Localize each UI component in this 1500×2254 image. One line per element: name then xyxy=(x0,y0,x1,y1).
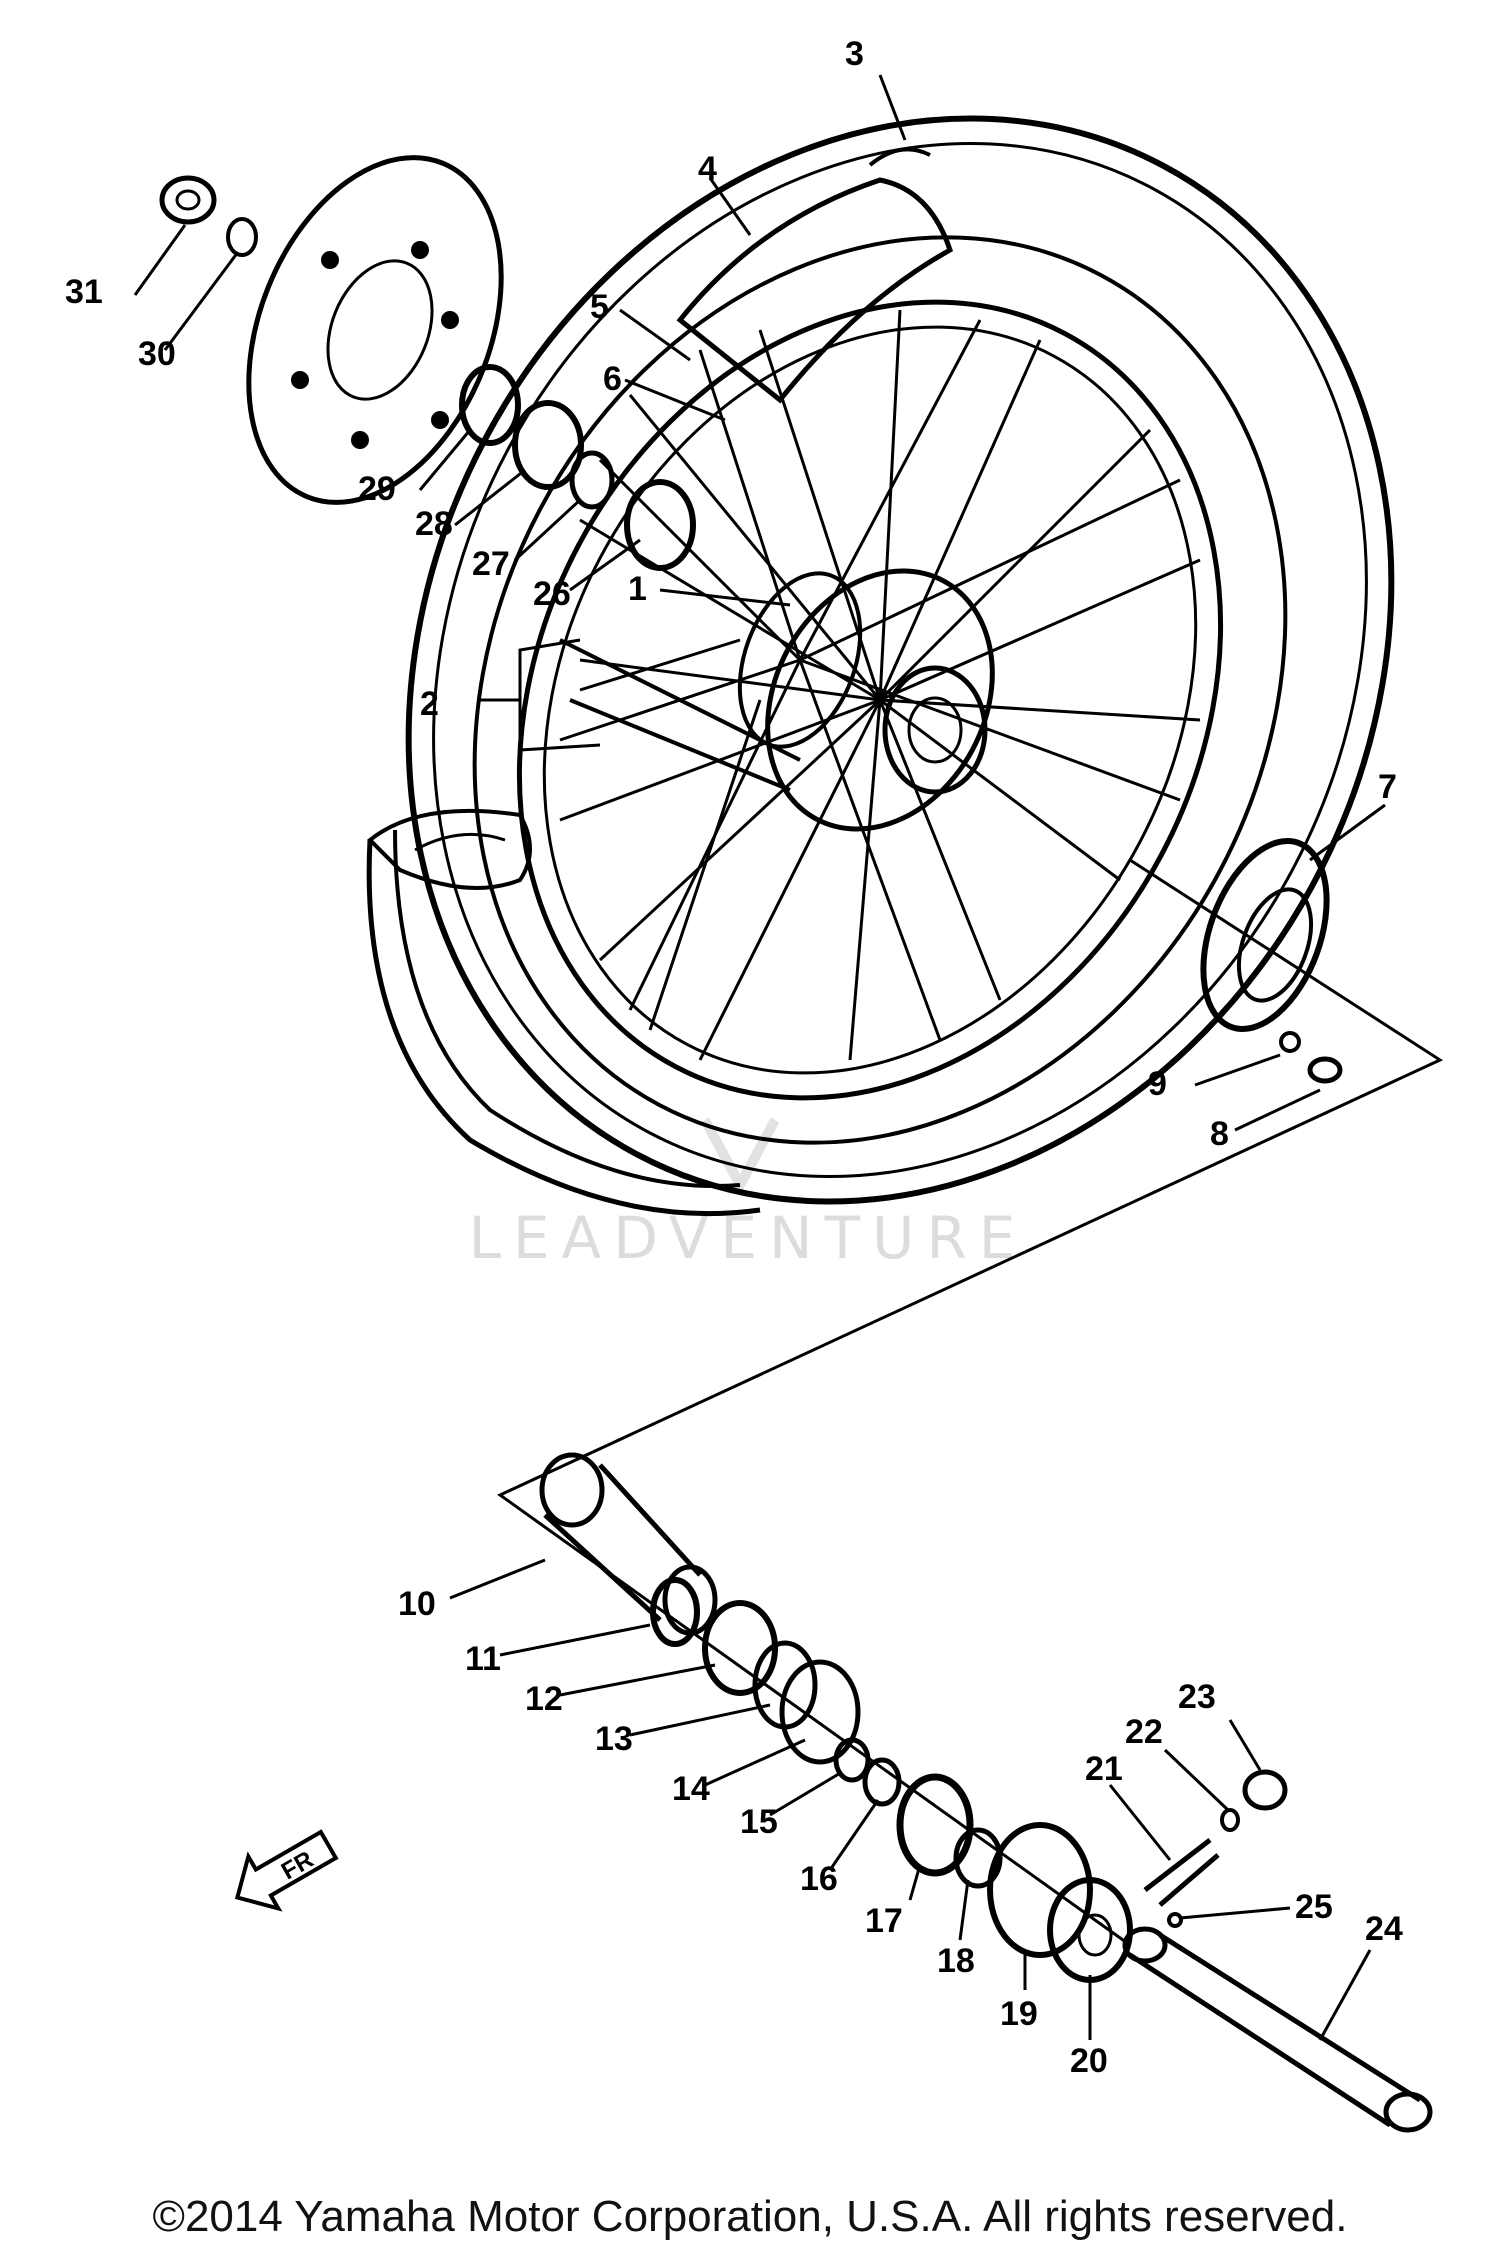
tire-outer xyxy=(405,115,1395,1205)
part-label-11: 11 xyxy=(465,1640,501,1678)
part-label-4: 4 xyxy=(698,150,717,188)
bearing-17 xyxy=(896,1773,974,1877)
rim-inner xyxy=(542,325,1198,1075)
seal-11 xyxy=(650,1577,700,1647)
part-label-30: 30 xyxy=(138,335,176,373)
part-label-21: 21 xyxy=(1085,1750,1123,1788)
part-label-17: 17 xyxy=(865,1902,903,1940)
washer-9 xyxy=(1279,1031,1301,1053)
part-label-24: 24 xyxy=(1365,1910,1403,1948)
pin-25 xyxy=(1167,1912,1183,1928)
copyright-notice: ©2014 Yamaha Motor Corporation, U.S.A. A… xyxy=(152,2192,1348,2241)
part-labels: 1 2 3 4 5 6 7 8 9 10 11 12 13 14 15 16 1… xyxy=(65,35,1403,2080)
tire-tread-line xyxy=(432,141,1368,1179)
part-label-15: 15 xyxy=(740,1803,778,1841)
part-label-25: 25 xyxy=(1295,1888,1333,1926)
seal-18 xyxy=(953,1827,1003,1889)
part-label-5: 5 xyxy=(590,288,609,326)
cable-21 xyxy=(1143,1838,1220,1907)
part-label-2: 2 xyxy=(420,685,439,723)
washer-16 xyxy=(862,1757,902,1807)
bearing-28 xyxy=(512,400,584,490)
part-label-27: 27 xyxy=(472,545,510,583)
assembly-guide-line xyxy=(497,858,1444,1947)
clip-15 xyxy=(833,1737,871,1783)
part-label-14: 14 xyxy=(672,1770,710,1808)
rim-outer xyxy=(516,299,1224,1101)
part-label-10: 10 xyxy=(398,1585,436,1623)
part-label-18: 18 xyxy=(937,1942,975,1980)
part-label-28: 28 xyxy=(415,505,453,543)
part-label-22: 22 xyxy=(1125,1713,1163,1751)
nut-31 xyxy=(159,175,217,225)
watermark-text: LEADVENTURE xyxy=(469,1204,1028,1272)
part-label-13: 13 xyxy=(595,1720,633,1758)
tire-sidewall xyxy=(472,235,1288,1145)
part-label-7: 7 xyxy=(1378,768,1397,806)
part-label-16: 16 xyxy=(800,1860,838,1898)
rim-band xyxy=(676,177,954,404)
part-label-6: 6 xyxy=(603,360,622,398)
part-label-3: 3 xyxy=(845,35,864,73)
lower-axle-parts xyxy=(539,1452,1433,2133)
watermark: LEADVENTURE xyxy=(469,1117,1028,1272)
bolt-8 xyxy=(1307,1056,1343,1084)
plate-14 xyxy=(779,1659,861,1765)
washer-30 xyxy=(226,217,258,257)
part-label-23: 23 xyxy=(1178,1678,1216,1716)
part-label-29: 29 xyxy=(358,470,396,508)
hub-flange xyxy=(765,568,995,832)
wheel-assembly xyxy=(366,115,1395,1217)
brake-disc xyxy=(246,155,504,505)
part-label-1: 1 xyxy=(628,570,647,608)
seal-29 xyxy=(459,364,521,446)
part-label-19: 19 xyxy=(1000,1995,1038,2033)
spokes xyxy=(559,309,1201,1061)
tire-cutaway xyxy=(366,839,761,1217)
part-label-9: 9 xyxy=(1148,1065,1167,1103)
front-arrow-badge: FR xyxy=(234,1829,339,1912)
part-label-20: 20 xyxy=(1070,2042,1108,2080)
washer-22 xyxy=(1220,1808,1240,1832)
part-label-31: 31 xyxy=(65,273,103,311)
part-label-8: 8 xyxy=(1210,1115,1229,1153)
axle-24 xyxy=(1128,1932,1422,2128)
bolt-23 xyxy=(1242,1769,1288,1811)
part-label-12: 12 xyxy=(525,1680,563,1718)
part-label-26: 26 xyxy=(533,575,571,613)
hub-center xyxy=(882,665,988,795)
gear-19 xyxy=(987,1822,1093,1958)
leader-lines xyxy=(133,74,1386,2041)
bearing-26 xyxy=(624,479,696,571)
spacer-27 xyxy=(569,450,615,510)
